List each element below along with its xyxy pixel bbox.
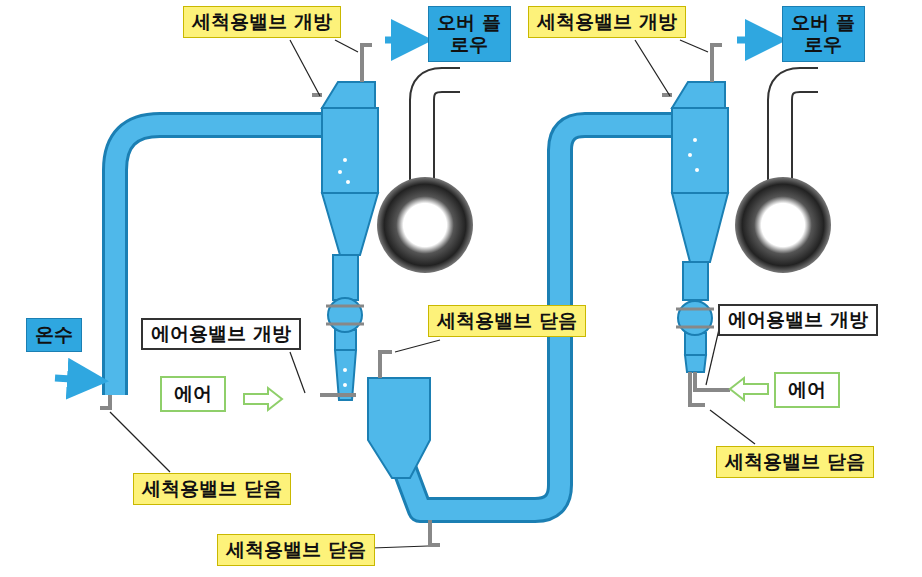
air-input-box: 에어 [160,376,226,412]
label-text: 세척용밸브 닫음 [142,478,282,500]
air-valve-label: 에어용밸브 개방 [141,318,301,350]
valve-label: 세척용밸브 닫음 [428,305,586,337]
valve-label: 세척용밸브 개방 [183,6,341,38]
air-input-box: 에어 [774,372,840,408]
hot-water-box: 온수 [26,318,82,352]
label-text: 세척용밸브 닫음 [437,310,577,332]
label-text: 오버 플로우 [437,12,502,56]
valve-label: 세척용밸브 닫음 [133,473,291,505]
valve-label: 세척용밸브 닫음 [217,534,375,566]
valve-label: 세척용밸브 개방 [528,6,686,38]
label-text: 온수 [35,324,73,346]
label-text: 에어 [174,383,212,405]
label-text: 에어용밸브 개방 [151,323,291,345]
overflow-box: 오버 플로우 [782,6,865,62]
label-text: 에어용밸브 개방 [728,309,868,331]
air-valve-label: 에어용밸브 개방 [718,304,878,336]
overflow-box: 오버 플로우 [428,6,511,62]
label-text: 세척용밸브 개방 [537,11,677,33]
label-text: 세척용밸브 개방 [192,11,332,33]
label-text: 세척용밸브 닫음 [226,539,366,561]
label-text: 세척용밸브 닫음 [725,451,865,473]
label-text: 오버 플로우 [791,12,856,56]
label-text: 에어 [788,379,826,401]
valve-label: 세척용밸브 닫음 [716,446,874,478]
